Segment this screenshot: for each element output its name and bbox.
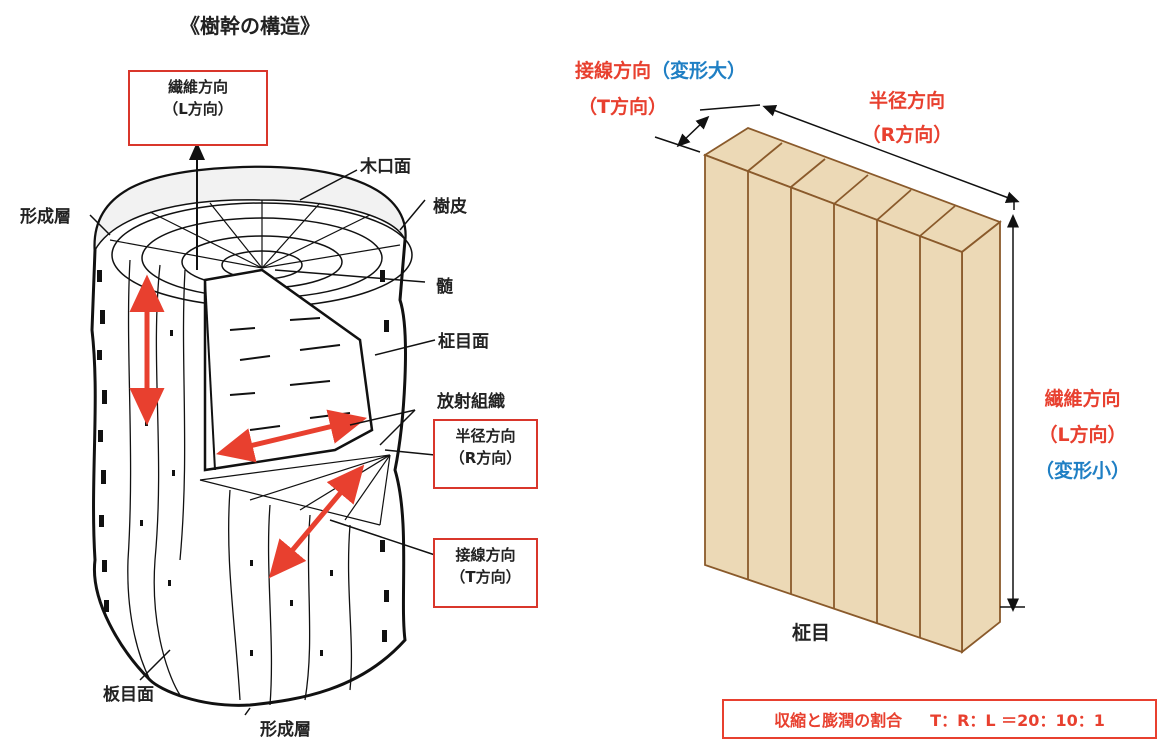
trunk-illustration <box>90 165 413 707</box>
ray-tissue-label: 放射組織 <box>437 392 505 412</box>
radial-direction-sub-right: （R方向） <box>861 124 953 146</box>
fiber-direction-box: 繊維方向 （L方向） <box>128 70 268 146</box>
red-arrow-radial <box>215 409 368 463</box>
leader-lines <box>89 169 436 716</box>
tangential-direction-text: 接線方向 <box>575 60 652 82</box>
shrinkage-ratio-box: 収縮と膨潤の割合 T：R：L ＝20：10：1 <box>722 699 1157 739</box>
shrinkage-ratio-label: 収縮と膨潤の割合 <box>774 711 903 730</box>
shrinkage-ratio-value: T：R：L ＝20：10：1 <box>930 711 1105 730</box>
fiber-direction-label: 繊維方向 <box>167 78 228 96</box>
radial-direction-label: 半径方向 <box>455 427 516 445</box>
radial-direction-box: 半径方向 （R方向） <box>433 419 538 489</box>
wood-board <box>702 127 1002 654</box>
quarter-sawn-grain-label: 柾目 <box>792 622 831 644</box>
cross-section-label: 木口面 <box>360 157 411 177</box>
cambium-top-label: 形成層 <box>20 207 71 227</box>
fiber-direction-sub: （L方向） <box>163 100 233 118</box>
radial-direction-title: 半径方向 <box>868 90 945 112</box>
radial-direction-sub: （R方向） <box>449 449 522 467</box>
tangential-direction-sub: （T方向） <box>450 568 521 586</box>
fiber-direction-sub-right: （L方向） <box>1038 424 1127 446</box>
radial-surface-label: 柾目面 <box>438 332 489 352</box>
bark-label: 樹皮 <box>433 197 467 217</box>
tangential-deformation-large: （変形大） <box>651 60 747 82</box>
tangential-direction-sub-right: （T方向） <box>578 96 667 118</box>
trunk-structure-title: 《樹幹の構造》 <box>180 14 320 38</box>
tangential-direction-box: 接線方向 （T方向） <box>433 538 538 608</box>
cambium-bottom-label: 形成層 <box>260 720 311 740</box>
fiber-deformation-small: （変形小） <box>1034 460 1130 482</box>
red-arrow-tangential <box>268 464 365 579</box>
tangential-direction-title: 接線方向（変形大） <box>575 58 746 84</box>
board-dimension-arrows <box>654 104 1025 612</box>
tangential-surface-label: 板目面 <box>103 685 154 705</box>
pith-label: 髄 <box>436 277 453 297</box>
fiber-direction-title-right: 繊維方向 <box>1044 388 1121 410</box>
tangential-direction-label: 接線方向 <box>455 546 516 564</box>
